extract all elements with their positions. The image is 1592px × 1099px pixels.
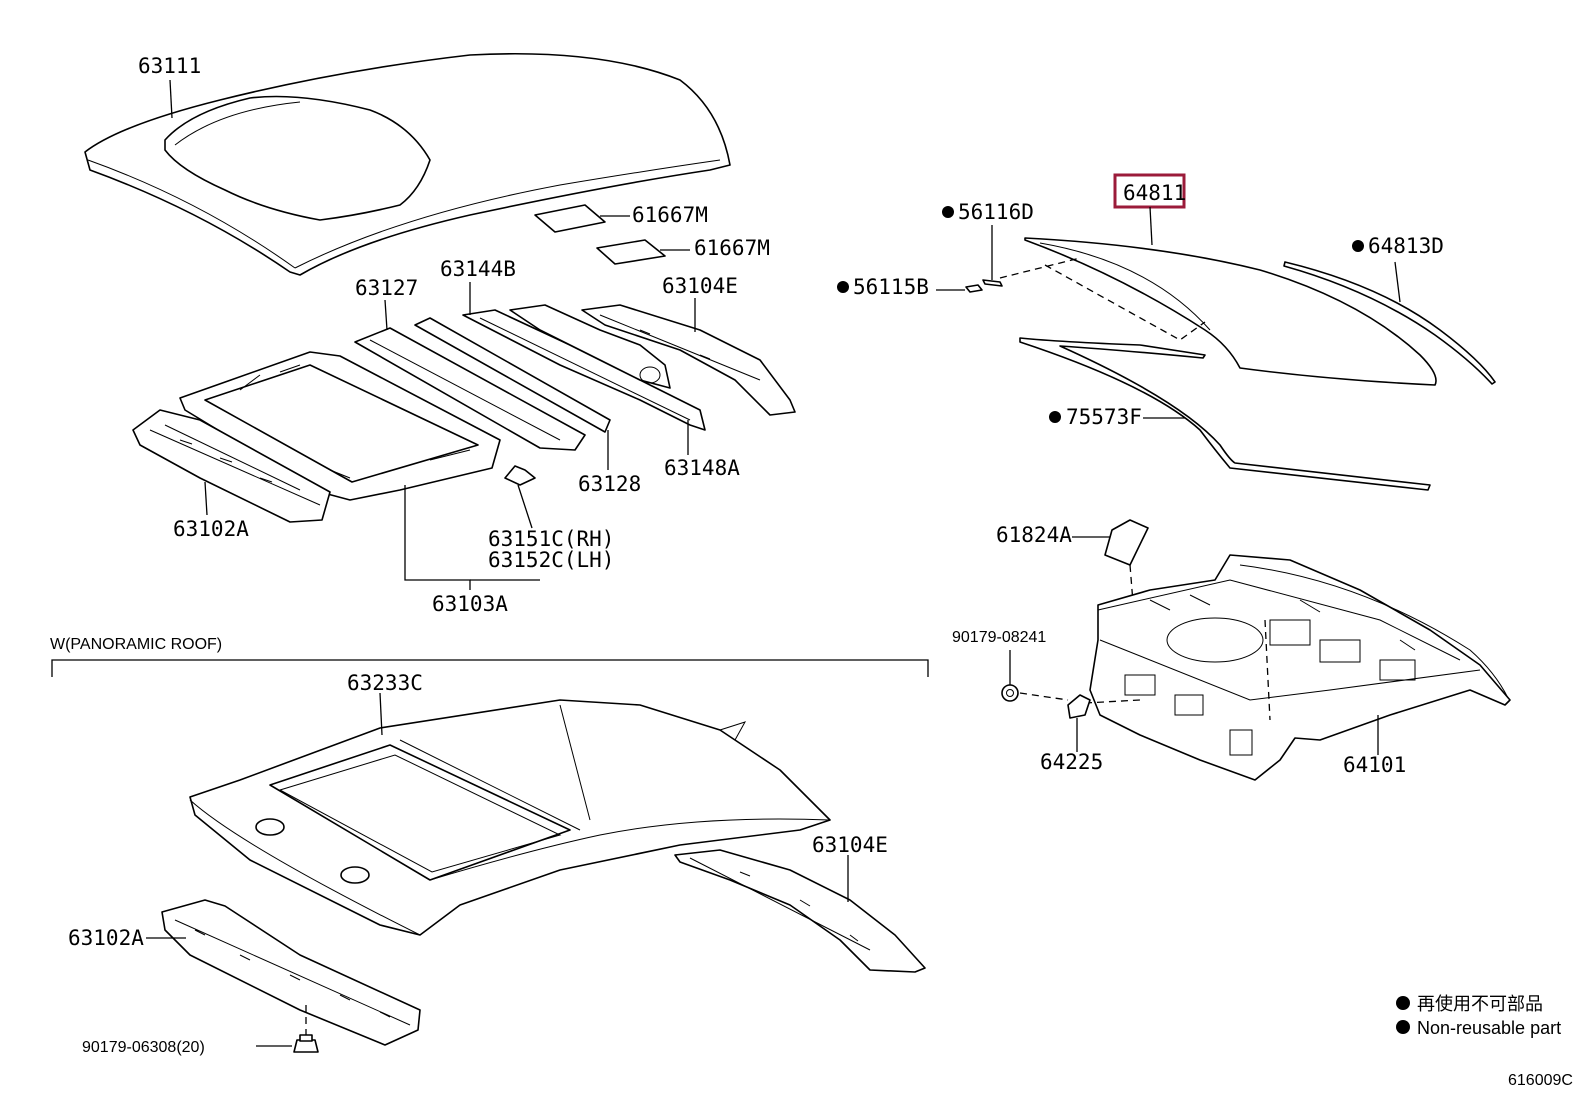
label-63233c: 63233C	[347, 671, 423, 695]
label-64811: 64811	[1123, 181, 1186, 205]
label-90179-08241: 90179-08241	[952, 629, 1046, 646]
pad-61824a[interactable]	[1104, 519, 1149, 566]
rear-header-63104e-bottom[interactable]	[674, 849, 926, 973]
label-61667m-1: 61667M	[632, 203, 708, 227]
label-56115b: 56115B	[853, 275, 929, 299]
legend-jp: 再使用不可部品	[1417, 994, 1543, 1014]
label-63128: 63128	[578, 472, 641, 496]
label-90179-06308: 90179-06308(20)	[82, 1039, 205, 1056]
label-63104e-top: 63104E	[662, 274, 738, 298]
package-tray-panel-64101[interactable]	[1089, 554, 1511, 781]
back-window-glass-64811[interactable]	[1024, 237, 1437, 386]
label-63102a-top: 63102A	[173, 517, 249, 541]
rear-header-63104e-top[interactable]	[581, 304, 796, 416]
label-63111: 63111	[138, 54, 201, 78]
label-75573f: 75573F	[1066, 405, 1142, 429]
label-64101: 64101	[1343, 753, 1406, 777]
nut-90179-08241[interactable]	[1001, 684, 1019, 702]
label-63144b: 63144B	[440, 257, 516, 281]
panoramic-roof-panel-63233c[interactable]	[189, 699, 831, 936]
roof-reinforcement-63148a[interactable]	[509, 304, 671, 389]
label-63148a: 63148A	[664, 456, 740, 480]
panoramic-section-bracket	[51, 659, 929, 677]
legend-en: Non-reusable part	[1417, 1018, 1561, 1038]
label-63104e-bottom: 63104E	[812, 833, 888, 857]
spacer-56115b[interactable]	[965, 284, 983, 293]
label-63102a-bottom: 63102A	[68, 926, 144, 950]
roof-frame-63103a[interactable]	[179, 351, 501, 501]
nut-90179-06308[interactable]	[293, 1034, 319, 1053]
label-63152c: 63152C(LH)	[488, 548, 614, 572]
front-header-63102a-top[interactable]	[132, 409, 331, 523]
label-63127: 63127	[355, 276, 418, 300]
legend: 再使用不可部品 Non-reusable part	[1396, 994, 1561, 1038]
front-header-63102a-bottom[interactable]	[161, 899, 421, 1046]
panoramic-roof-title: W(PANORAMIC ROOF)	[50, 636, 222, 653]
roof-bow-63128[interactable]	[414, 317, 611, 433]
figure-code: 616009C	[1508, 1072, 1573, 1089]
label-61667m-2: 61667M	[694, 236, 770, 260]
highlight-box-64811	[1113, 173, 1186, 209]
label-63151c: 63151C(RH)	[488, 527, 614, 551]
bracket-64225[interactable]	[1067, 694, 1091, 719]
roof-bow-63144b[interactable]	[462, 309, 706, 431]
label-56116d: 56116D	[958, 200, 1034, 224]
pad-61667m-1[interactable]	[534, 204, 606, 233]
pad-61667m-2[interactable]	[596, 239, 666, 265]
roof-panel-63111[interactable]	[84, 52, 731, 276]
label-64813d: 64813D	[1368, 234, 1444, 258]
label-63103a: 63103A	[432, 592, 508, 616]
roof-bow-63127[interactable]	[354, 327, 586, 451]
label-64225: 64225	[1040, 750, 1103, 774]
label-61824a: 61824A	[996, 523, 1072, 547]
molding-75573f[interactable]	[1019, 337, 1431, 491]
molding-64813d[interactable]	[1283, 261, 1496, 385]
bracket-63151c-63152c[interactable]	[504, 465, 536, 486]
clip-56116d[interactable]	[982, 279, 1003, 287]
